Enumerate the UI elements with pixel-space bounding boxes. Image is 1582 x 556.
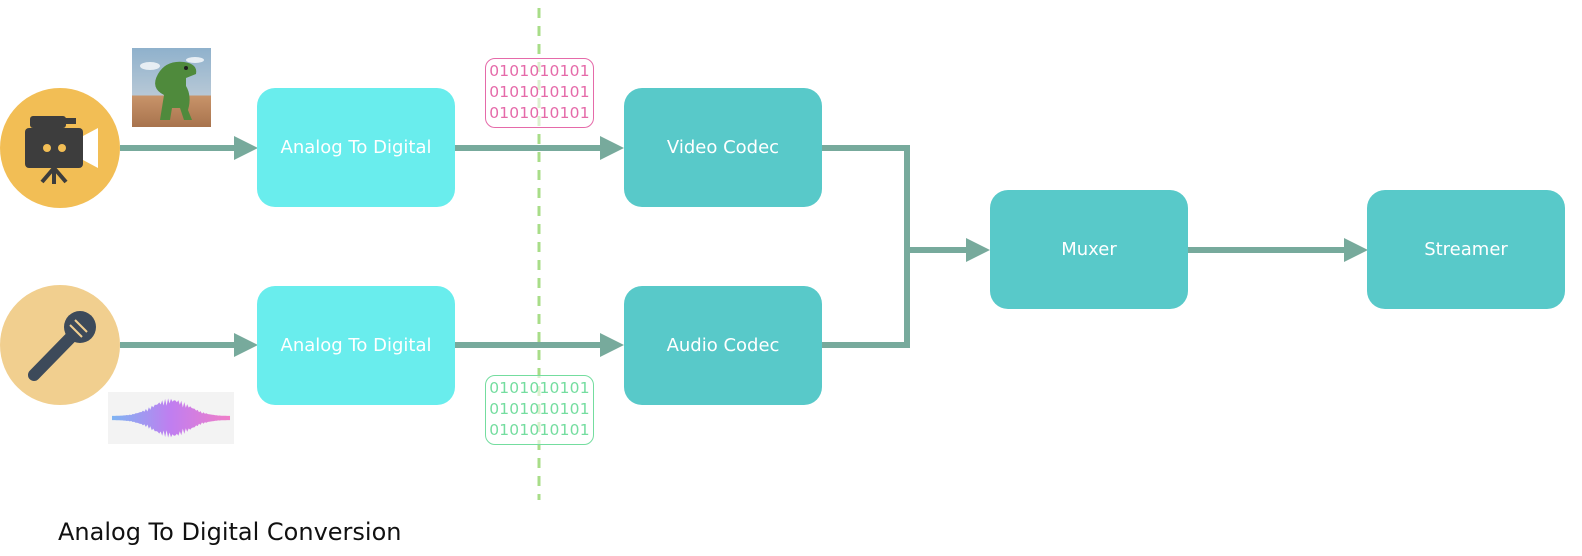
connector-video-codec-to-muxer: [822, 145, 968, 253]
audio-binary-label: 0101010101 0101010101 0101010101: [485, 375, 594, 445]
node-audio-codec: Audio Codec: [624, 286, 822, 405]
node-muxer: Muxer: [990, 190, 1188, 309]
video-camera-icon: [0, 88, 120, 208]
node-label: Streamer: [1424, 239, 1508, 260]
node-label: Analog To Digital: [280, 137, 432, 158]
binary-line: 0101010101: [489, 421, 590, 439]
node-label: Video Codec: [666, 137, 780, 158]
audio-waveform-thumbnail: [108, 392, 234, 444]
video-binary-label: 0101010101 0101010101 0101010101: [485, 58, 594, 128]
dinosaur-toy-thumbnail: [132, 48, 211, 127]
node-label: Analog To Digital: [280, 335, 432, 356]
binary-line: 0101010101: [489, 62, 590, 80]
binary-line: 0101010101: [489, 104, 590, 122]
node-video-analog-to-digital: Analog To Digital: [257, 88, 455, 207]
node-label: Muxer: [1061, 239, 1117, 260]
microphone-icon: [0, 285, 120, 405]
binary-line: 0101010101: [489, 379, 590, 397]
connector-audio-codec-to-muxer: [822, 250, 910, 348]
arrows: [120, 145, 1346, 348]
node-audio-analog-to-digital: Analog To Digital: [257, 286, 455, 405]
arrowheads: [234, 136, 1368, 357]
node-video-codec: Video Codec: [624, 88, 822, 207]
diagram-caption: Analog To Digital Conversion: [58, 518, 402, 546]
binary-line: 0101010101: [489, 83, 590, 101]
binary-line: 0101010101: [489, 400, 590, 418]
node-label: Audio Codec: [666, 335, 780, 356]
node-streamer: Streamer: [1367, 190, 1565, 309]
